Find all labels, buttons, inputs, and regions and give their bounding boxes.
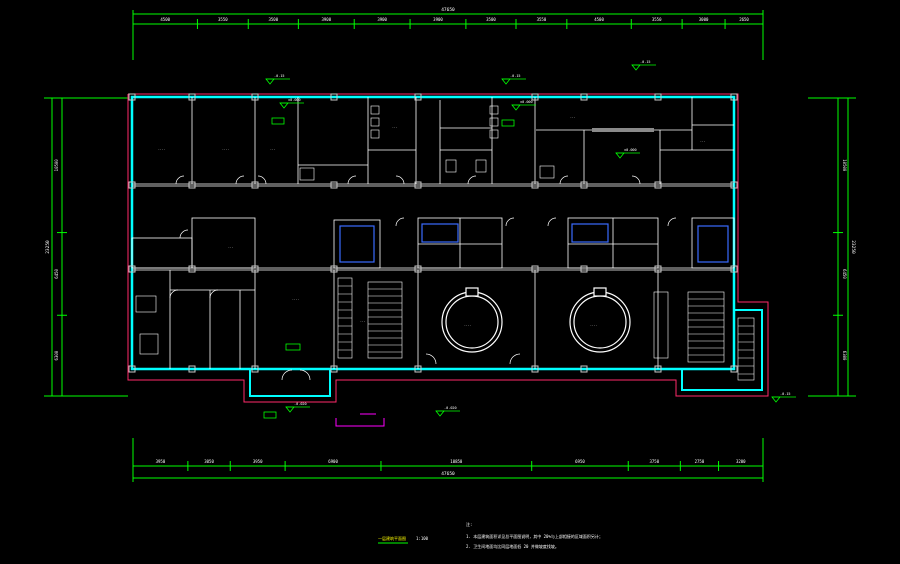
bottom-dimension-label: 3050	[204, 459, 214, 464]
level-marker-label: -0.15	[510, 74, 521, 78]
right-total-dimension: 23250	[850, 240, 856, 254]
top-dimension-label: 3500	[268, 17, 278, 22]
right-dimension-label: 6300	[842, 351, 847, 361]
bottom-total-dimension: 47650	[441, 471, 455, 477]
level-marker-label: -0.15	[640, 60, 651, 64]
svg-text:···: ···	[700, 139, 706, 143]
top-dimension-label: 3900	[321, 17, 331, 22]
left-dimension-label: 10500	[54, 159, 59, 172]
svg-text:···: ···	[360, 319, 366, 323]
bottom-dimension-label: 2750	[695, 459, 705, 464]
top-dimension-label: 3500	[486, 17, 496, 22]
top-dimension-label: 3550	[652, 17, 662, 22]
left-dimension-label: 6450	[54, 269, 59, 279]
level-marker-label: -0.15	[274, 74, 285, 78]
level-marker-label: ±0.000	[520, 100, 533, 104]
top-dimension-label: 2650	[739, 17, 749, 22]
top-dimension-label: 3000	[699, 17, 709, 22]
bottom-dimension-label: 3950	[156, 459, 166, 464]
top-dimension-label: 3900	[377, 17, 387, 22]
bottom-dimension-label: 3950	[253, 459, 263, 464]
top-dimension-label: 3550	[537, 17, 547, 22]
bottom-dimension-label: 6900	[328, 459, 338, 464]
note-1: 1. 本层建筑面积详见总平面图说明，其中 20%与上部相接的区域面积另计；	[466, 533, 603, 539]
notes-title: 注:	[466, 521, 472, 527]
level-marker-label: ±0.000	[624, 148, 637, 152]
svg-text:···: ···	[392, 125, 398, 129]
note-2: 2. 卫生间地面均比同层地面低 20 并做坡度找坡。	[466, 543, 559, 549]
svg-text:···: ···	[228, 245, 234, 249]
level-marker-label: ±0.000	[288, 98, 301, 102]
bottom-dimension-label: 3200	[736, 459, 746, 464]
top-dimension-label: 3900	[433, 17, 443, 22]
svg-text:····: ····	[158, 147, 165, 151]
level-marker-label: -0.020	[294, 402, 307, 406]
bottom-dimension-label: 10850	[450, 459, 463, 464]
level-marker-label: -0.020	[444, 406, 457, 410]
svg-text:···: ···	[570, 115, 576, 119]
right-dimension-label: 10500	[842, 159, 847, 172]
top-total-dimension: 47650	[441, 7, 455, 13]
svg-text:···: ···	[270, 147, 276, 151]
left-total-dimension: 23250	[45, 240, 51, 254]
bottom-dimension-label: 6950	[575, 459, 585, 464]
top-dimension-label: 3550	[218, 17, 228, 22]
right-dimension-label: 6450	[842, 269, 847, 279]
level-marker-label: -0.15	[780, 392, 791, 396]
top-dimension-label: 4500	[594, 17, 604, 22]
left-dimension-label: 6300	[54, 350, 59, 360]
svg-text:····: ····	[590, 323, 597, 327]
counter-bar	[592, 128, 654, 132]
svg-text:····: ····	[222, 147, 229, 151]
top-dimension-label: 4500	[160, 17, 170, 22]
svg-text:····: ····	[292, 297, 299, 301]
plan-title: 一层建筑平面图	[378, 535, 406, 541]
bottom-dimension-label: 3750	[649, 459, 659, 464]
plan-scale: 1:100	[416, 536, 429, 541]
svg-text:····: ····	[464, 323, 471, 327]
